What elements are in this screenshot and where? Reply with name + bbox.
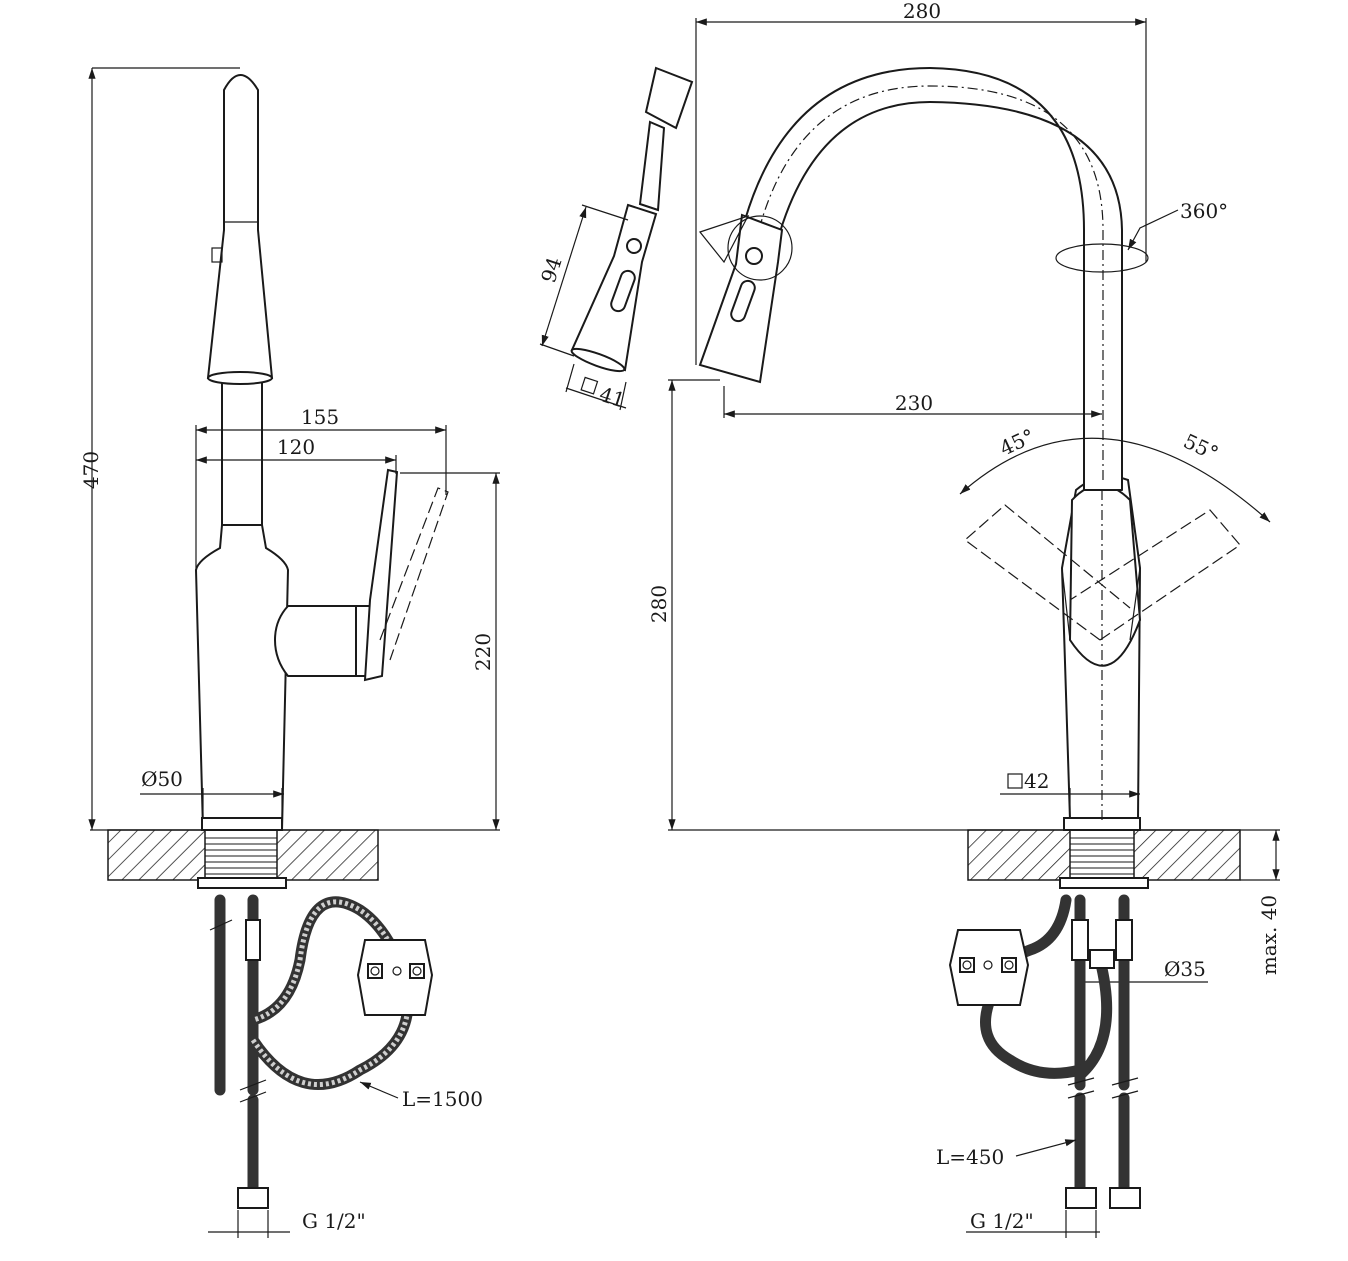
faucet-body-side [194, 524, 290, 831]
hose-length-left: L=1500 [402, 1087, 483, 1111]
spout [744, 67, 1123, 491]
side-view: 470 155 120 220 Ø50 L=1500 G 1/2" [79, 67, 500, 1238]
dim-total-height: 470 [79, 451, 103, 489]
spray-head-detail: 94 41 [536, 66, 694, 413]
dim-spray-section: 41 [596, 382, 628, 413]
thread-left: G 1/2" [302, 1209, 366, 1233]
dim-spout-reach: 230 [895, 391, 933, 415]
dim-handle-reach-max: 155 [301, 405, 339, 429]
dim-height: 280 [647, 585, 671, 623]
thread-right: G 1/2" [970, 1209, 1034, 1233]
spray-head-side [206, 74, 274, 379]
dim-max-deck: max. 40 [1257, 895, 1281, 975]
valve-box-left [356, 939, 434, 1016]
dim-base-section: 42 [1024, 769, 1049, 793]
front-view: 360° 280 280 230 45° 55° 42 max. 40 Ø35 [647, 0, 1281, 1238]
dim-rotation: 360° [1180, 199, 1228, 223]
dim-lever-right: 55° [1180, 429, 1222, 466]
valve-box-right [948, 929, 1030, 1006]
lever-side [363, 468, 399, 682]
hose-length-right: L=450 [936, 1145, 1004, 1169]
dim-shank-diameter: Ø35 [1164, 957, 1206, 981]
dim-handle-reach: 120 [277, 435, 315, 459]
dim-handle-height: 220 [471, 633, 495, 671]
dim-width: 280 [903, 0, 941, 23]
dim-base-diameter: Ø50 [141, 767, 183, 791]
dim-lever-left: 45° [996, 424, 1038, 461]
